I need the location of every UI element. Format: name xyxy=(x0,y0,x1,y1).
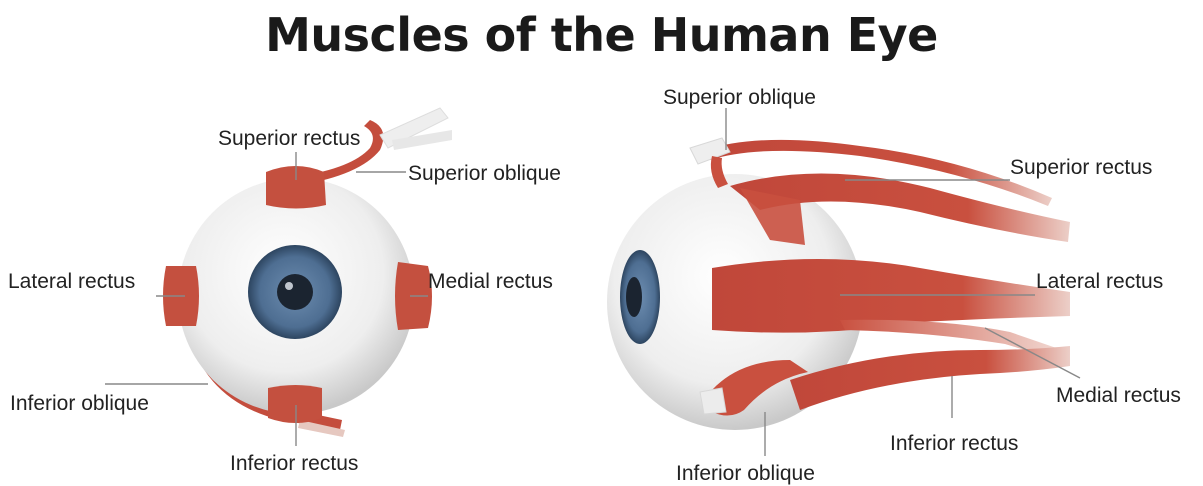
front-label-medial-rectus: Medial rectus xyxy=(428,270,553,293)
side-view-eye xyxy=(607,138,1070,430)
side-superior-oblique-trochlea xyxy=(690,138,730,164)
side-label-inferior-oblique: Inferior oblique xyxy=(676,462,815,485)
front-pupil xyxy=(277,274,313,310)
front-label-inferior-oblique: Inferior oblique xyxy=(10,392,149,415)
front-label-lateral-rectus: Lateral rectus xyxy=(8,270,135,293)
front-pupil-highlight xyxy=(285,282,293,290)
front-inferior-rectus-muscle xyxy=(268,385,322,423)
side-label-inferior-rectus: Inferior rectus xyxy=(890,432,1018,455)
side-label-medial-rectus: Medial rectus xyxy=(1056,384,1181,407)
side-label-superior-oblique: Superior oblique xyxy=(663,86,816,109)
side-label-superior-rectus: Superior rectus xyxy=(1010,156,1152,179)
side-label-lateral-rectus: Lateral rectus xyxy=(1036,270,1163,293)
front-label-superior-oblique: Superior oblique xyxy=(408,162,561,185)
side-pupil xyxy=(626,277,642,317)
front-label-superior-rectus: Superior rectus xyxy=(218,127,360,150)
front-label-inferior-rectus: Inferior rectus xyxy=(230,452,358,475)
front-view-eye xyxy=(163,108,452,437)
side-inferior-oblique-tendon xyxy=(700,388,726,414)
